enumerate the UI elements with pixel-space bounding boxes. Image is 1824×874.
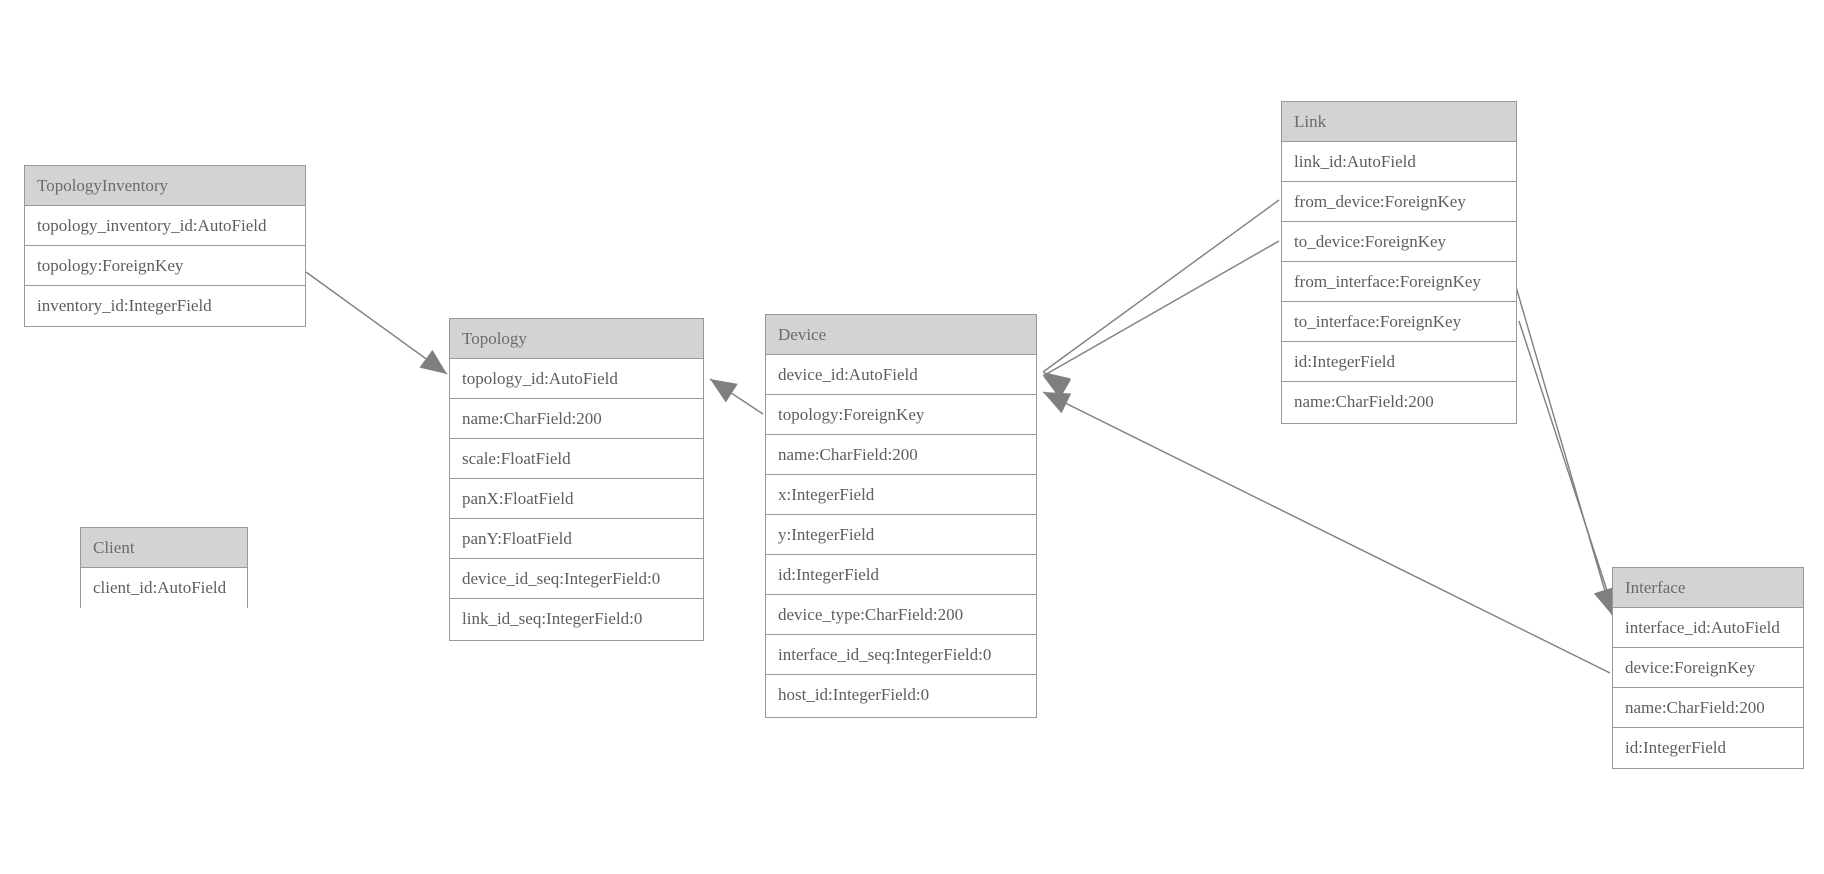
relationship-link-from_device-to-device [1042,199,1280,397]
field-row[interactable]: link_id_seq:IntegerField:0 [450,599,703,639]
relationship-interface-device-to-device [1042,391,1611,674]
field-row[interactable]: topology_inventory_id:AutoField [25,206,305,246]
field-row[interactable]: interface_id:AutoField [1613,608,1803,648]
field-row[interactable]: device:ForeignKey [1613,648,1803,688]
entity-title-link: Link [1282,102,1516,142]
entity-title-device: Device [766,315,1036,355]
field-row[interactable]: client_id:AutoField [81,568,247,608]
relationship-link-to_device-to-device [1042,240,1280,399]
relationship-device-to-topology [709,378,764,415]
field-row[interactable]: topology:ForeignKey [25,246,305,286]
relationship-line [1042,391,1611,674]
relationship-arrowhead [710,379,738,403]
relationship-link-from_interface-to-interface [1513,279,1615,616]
relationship-line [709,378,764,415]
field-row[interactable]: name:CharField:200 [1613,688,1803,728]
field-row[interactable]: name:CharField:200 [1282,382,1516,422]
relationship-arrowhead [1043,372,1071,397]
field-row[interactable]: device_id:AutoField [766,355,1036,395]
field-row[interactable]: id:IntegerField [766,555,1036,595]
field-row[interactable]: x:IntegerField [766,475,1036,515]
entity-title-topology: Topology [450,319,703,359]
relationship-line [1042,240,1280,377]
relationship-line [305,271,448,375]
relationship-link-to_interface-to-interface [1518,320,1619,619]
field-row[interactable]: panX:FloatField [450,479,703,519]
field-row[interactable]: interface_id_seq:IntegerField:0 [766,635,1036,675]
relationship-arrowhead [1043,392,1072,414]
field-row[interactable]: id:IntegerField [1613,728,1803,768]
entity-title-topology_inventory: TopologyInventory [25,166,305,206]
relationship-line [1518,320,1617,619]
relationship-topologyinventory-to-topology [305,271,448,375]
relationship-line [1042,199,1280,373]
field-row[interactable]: y:IntegerField [766,515,1036,555]
field-row[interactable]: inventory_id:IntegerField [25,286,305,326]
field-row[interactable]: topology_id:AutoField [450,359,703,399]
field-row[interactable]: from_interface:ForeignKey [1282,262,1516,302]
field-row[interactable]: link_id:AutoField [1282,142,1516,182]
field-row[interactable]: to_interface:ForeignKey [1282,302,1516,342]
field-row[interactable]: topology:ForeignKey [766,395,1036,435]
entity-title-interface: Interface [1613,568,1803,608]
entity-fields-client: client_id:AutoField [81,568,247,608]
field-row[interactable]: scale:FloatField [450,439,703,479]
field-row[interactable]: panY:FloatField [450,519,703,559]
field-row[interactable]: device_id_seq:IntegerField:0 [450,559,703,599]
entity-title-client: Client [81,528,247,568]
field-row[interactable]: name:CharField:200 [766,435,1036,475]
field-row[interactable]: id:IntegerField [1282,342,1516,382]
field-row[interactable]: from_device:ForeignKey [1282,182,1516,222]
field-row[interactable]: to_device:ForeignKey [1282,222,1516,262]
relationship-line [1513,279,1613,616]
field-row[interactable]: device_type:CharField:200 [766,595,1036,635]
field-row[interactable]: name:CharField:200 [450,399,703,439]
field-row[interactable]: host_id:IntegerField:0 [766,675,1036,715]
relationship-arrowhead [1043,376,1072,399]
